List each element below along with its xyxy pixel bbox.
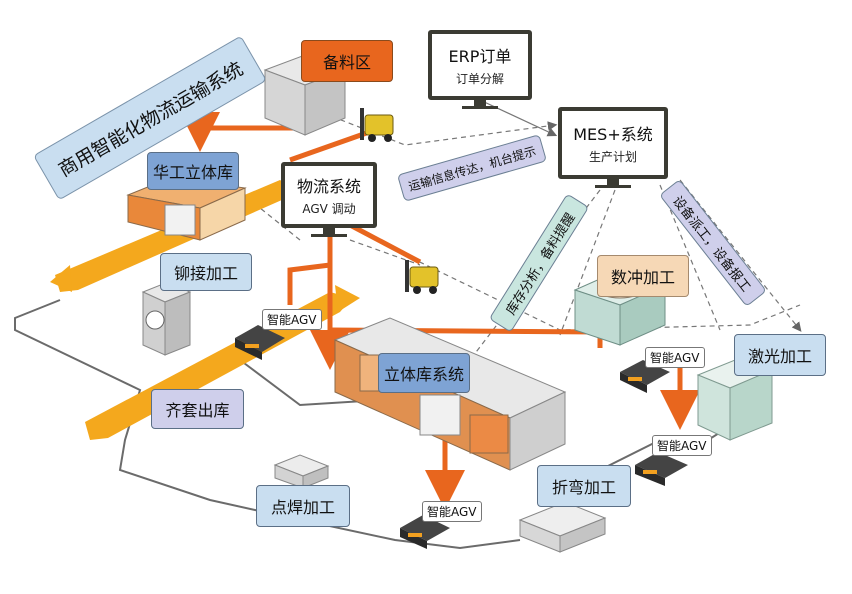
agv-label: 智能AGV: [262, 309, 322, 330]
agv-label: 智能AGV: [645, 347, 705, 368]
agv-robot: [400, 515, 450, 549]
mes-subtitle: 生产计划: [588, 150, 637, 164]
agv-label: 智能AGV: [422, 501, 482, 522]
belt-end-arrow: [50, 265, 72, 292]
agv-label: 智能AGV: [652, 435, 712, 456]
erp-monitor: ERP订单 订单分解: [428, 30, 532, 100]
bending-label: 折弯加工: [537, 465, 631, 507]
material-area-building: [263, 54, 347, 136]
material-area-label: 备料区: [301, 40, 393, 82]
monitor-stand: [595, 185, 631, 188]
riveting-machine: [141, 281, 192, 356]
cnc-punch-label: 数冲加工: [597, 255, 689, 297]
laser-label: 激光加工: [734, 334, 826, 376]
dashed-connector: [659, 184, 721, 331]
bending-machine: [518, 501, 607, 553]
forklift-icon: [360, 108, 394, 142]
erp-title: ERP订单: [448, 47, 512, 66]
spot-welding-machine: [273, 454, 330, 489]
logistics-monitor: 物流系统 AGV 调动: [281, 162, 377, 228]
kitting-outbound-label: 齐套出库: [151, 389, 244, 429]
mes-title: MES+系统: [573, 125, 653, 144]
orange-flow-line: [287, 262, 331, 305]
monitor-stand: [311, 234, 347, 237]
central-rack: [333, 317, 567, 471]
route-line: [239, 359, 381, 407]
dashed-connector: [349, 239, 421, 266]
dashed-connector: [394, 249, 801, 331]
spot-welding-label: 点焊加工: [256, 485, 350, 527]
huagong-warehouse-label: 华工立体库: [147, 152, 239, 190]
agv-robot: [235, 325, 285, 360]
dashed-connector: [559, 189, 616, 336]
monitor-stand: [462, 106, 498, 109]
orange-flow-line: [180, 112, 298, 152]
erp-subtitle: 订单分解: [455, 72, 504, 86]
forklift-icon: [405, 260, 439, 294]
agv-robot: [620, 360, 670, 393]
cnc-punch-machine: [573, 269, 667, 346]
monitor-stand: [474, 100, 486, 106]
belt-end-arrow: [335, 285, 360, 312]
monitor-stand: [323, 228, 335, 234]
dashed-connector: [249, 199, 301, 241]
dashed-connector: [479, 99, 558, 137]
agv-robot: [635, 452, 688, 486]
logistics-title: 物流系统: [296, 177, 361, 196]
logistics-subtitle: AGV 调动: [302, 202, 356, 216]
mes-monitor: MES+系统 生产计划: [558, 107, 668, 179]
riveting-label: 铆接加工: [160, 253, 252, 291]
warehouse-system-label: 立体库系统: [378, 353, 470, 393]
orange-flow-line: [348, 222, 422, 265]
monitor-stand: [607, 179, 619, 185]
